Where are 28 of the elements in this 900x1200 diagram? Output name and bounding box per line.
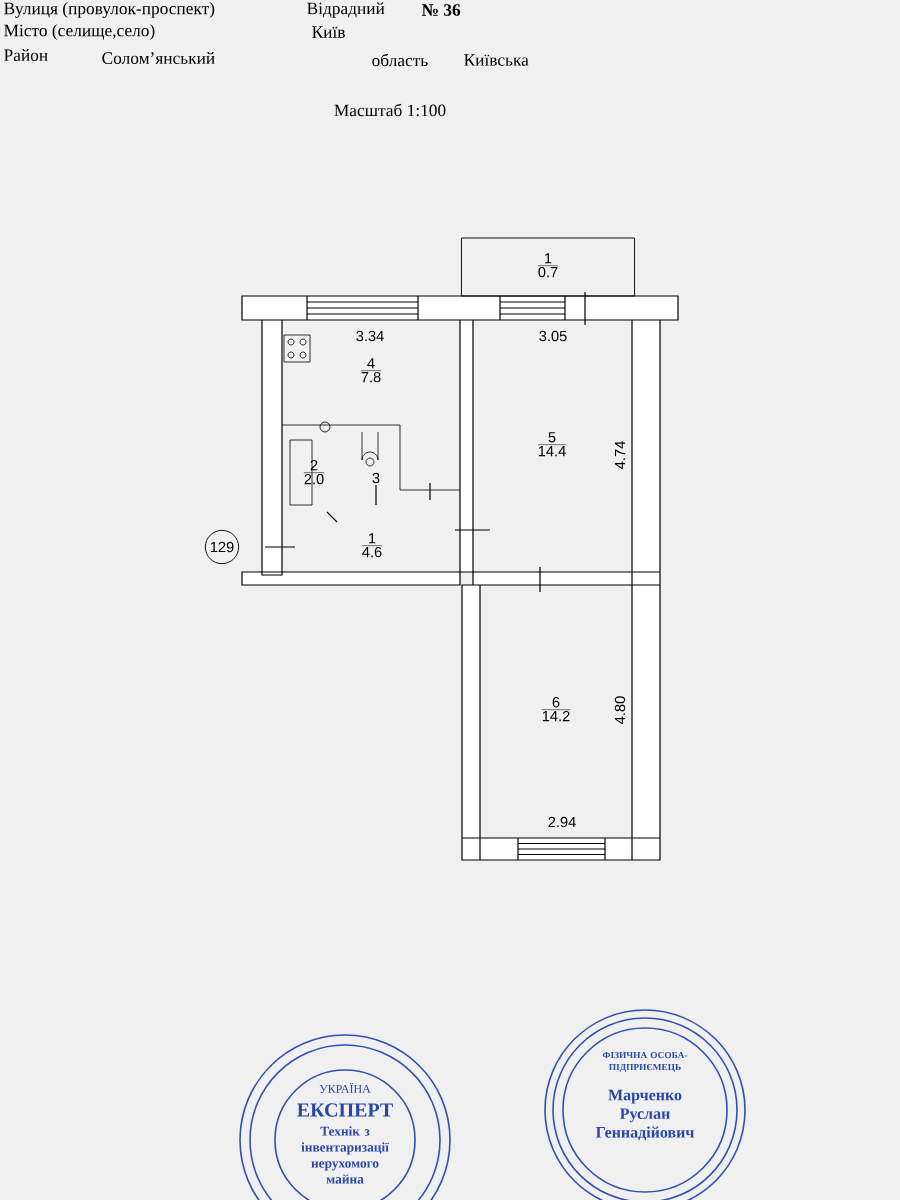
room-area: 6 14.2 [541,697,571,722]
stamp-text: ФІЗИЧНА ОСОБА-ПІДПРИЄМЕЦЬ [602,1051,688,1073]
room-area: 2 2.0 [303,460,325,485]
stamp-text: Технік з інвентаризації нерухомого майна [301,1126,389,1184]
header-text: Відрадний [307,2,385,18]
header-text: Солом’янський [102,51,215,64]
dimension-text: 3.34 [356,330,384,342]
header-text: область [372,53,428,67]
header-text: № 36 [421,4,461,16]
room-area: 5 14.4 [537,432,567,457]
room-area: 1 4.6 [361,533,383,558]
balcony-room: 1 0.7 [461,237,635,297]
dimension-text: 4.74 [614,441,626,469]
stamp-text: Марченко Руслан Геннадійович [595,1089,694,1141]
header-text: Київська [464,54,529,66]
dimension-text: 2.94 [548,816,576,828]
dimension-text: 4.80 [614,696,626,724]
header-text: Масштаб 1:100 [334,103,446,117]
stamp-text: УКРАЇНА [319,1083,371,1093]
header-text: Місто (селище,село) [4,24,155,40]
header-text: Вулиця (провулок-проспект) [4,2,215,18]
room-area: 4 7.8 [360,358,382,383]
header-text: Київ [312,26,345,38]
dimension-text: 3.05 [539,330,567,342]
circled-number: 129 [204,529,240,565]
room-area: 3 [372,472,380,484]
header-text: Район [4,48,48,61]
stamp-text: ЕКСПЕРТ [297,1103,393,1117]
